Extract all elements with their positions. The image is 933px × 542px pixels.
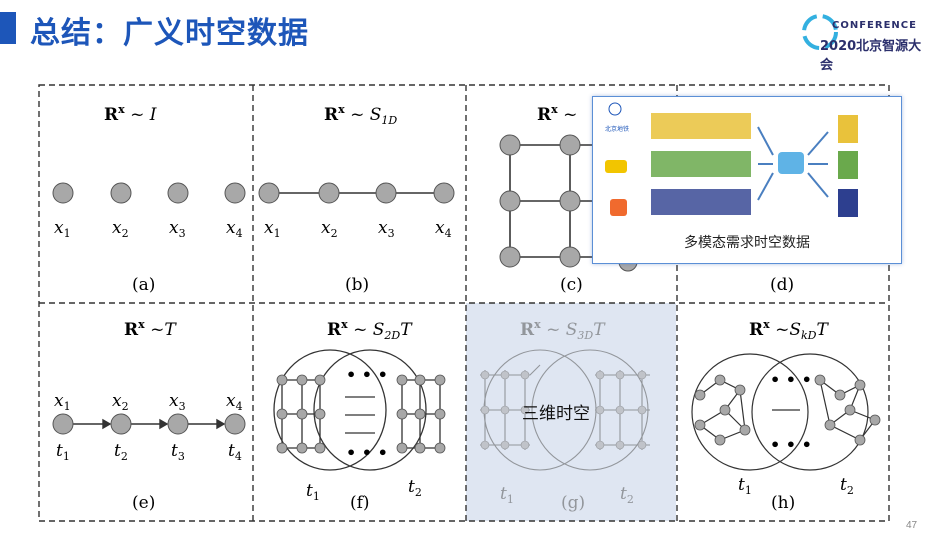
svg-text:• • •: • • •: [346, 443, 388, 462]
caption-b: (b): [345, 275, 369, 295]
svg-text:x1: x1: [54, 391, 71, 413]
conference-logo: CONFERENCE 2020北京智源大会: [800, 6, 925, 73]
slide-title: 总结：广义时空数据: [30, 16, 309, 51]
svg-text:Rx ~ S2DT: Rx ~ S2DT: [327, 318, 413, 342]
svg-text:t2: t2: [114, 441, 128, 463]
popup-caption: 多模态需求时空数据: [684, 235, 810, 251]
caption-a: (a): [132, 275, 155, 295]
node: [224, 182, 246, 204]
caption-d: (d): [770, 275, 794, 295]
caption-h: (h): [771, 493, 795, 513]
model-icon: [778, 152, 804, 174]
svg-text:x4: x4: [226, 218, 243, 240]
panel-g: Rx ~ S3DT t1 t2 (g): [480, 318, 650, 513]
svg-text:x4: x4: [435, 218, 452, 240]
panel-a: Rx ~ I x1 x2 x3 x4 (a): [52, 103, 246, 295]
title-accent-bar: [0, 12, 16, 44]
bike-icon: [610, 199, 627, 216]
multimodal-diagram: [605, 102, 858, 217]
svg-text:Rx ~T: Rx ~T: [124, 318, 177, 340]
caption-c: (c): [560, 275, 583, 295]
node: [110, 182, 132, 204]
overlay-3d-label: 三维时空: [522, 404, 590, 424]
panel-c: Rx ~ (c): [499, 103, 638, 295]
multimodal-popup: 北京地铁 多模态需求时空数据: [592, 96, 902, 264]
node: [52, 182, 74, 204]
taxi-icon: [605, 160, 627, 173]
svg-text:• • •: • • •: [770, 370, 812, 389]
logo-line-1: CONFERENCE: [832, 20, 917, 31]
svg-text:x2: x2: [321, 218, 338, 240]
svg-text:x1: x1: [264, 218, 281, 240]
svg-text:Rx ~ S3DT: Rx ~ S3DT: [520, 318, 606, 342]
svg-text:t1: t1: [306, 481, 320, 503]
svg-text:x3: x3: [169, 391, 186, 413]
logo-mark-icon: [802, 14, 838, 50]
svg-text:Rx ~SkDT: Rx ~SkDT: [749, 318, 830, 342]
svg-text:x1: x1: [54, 218, 71, 240]
svg-text:t3: t3: [171, 441, 185, 463]
svg-text:Rx ~ S1D: Rx ~ S1D: [324, 103, 397, 127]
svg-text:t1: t1: [738, 475, 752, 497]
metro-source-label: 北京地铁: [605, 126, 630, 133]
svg-text:• • •: • • •: [346, 365, 388, 384]
page-number: 47: [906, 520, 918, 531]
svg-text:x2: x2: [112, 218, 129, 240]
panel-h: Rx ~SkDT • • • • • • t1 t2 (h): [691, 318, 881, 513]
svg-text:x3: x3: [169, 218, 186, 240]
caption-g: (g): [561, 493, 585, 513]
svg-text:Rx ~ I: Rx ~ I: [104, 103, 157, 125]
svg-text:x2: x2: [112, 391, 129, 413]
svg-text:t1: t1: [56, 441, 70, 463]
panel-f: Rx ~ S2DT • • • • • • t1 t2 (f): [273, 318, 446, 513]
node: [167, 182, 189, 204]
caption-e: (e): [132, 493, 155, 513]
svg-text:x4: x4: [226, 391, 243, 413]
svg-text:t4: t4: [228, 441, 242, 463]
svg-text:x3: x3: [378, 218, 395, 240]
caption-f: (f): [350, 493, 370, 513]
svg-text:t2: t2: [408, 477, 422, 499]
svg-text:• • •: • • •: [770, 435, 812, 454]
logo-line-2: 2020北京智源大会: [820, 39, 922, 73]
svg-text:t2: t2: [840, 475, 854, 497]
svg-text:Rx ~: Rx ~: [537, 103, 577, 125]
panel-b: Rx ~ S1D x1 x2 x3 x4 (b): [258, 103, 455, 295]
panel-e: Rx ~T x1 x2 x3 x4 t1 t2 t3 t4 (e): [52, 318, 246, 513]
